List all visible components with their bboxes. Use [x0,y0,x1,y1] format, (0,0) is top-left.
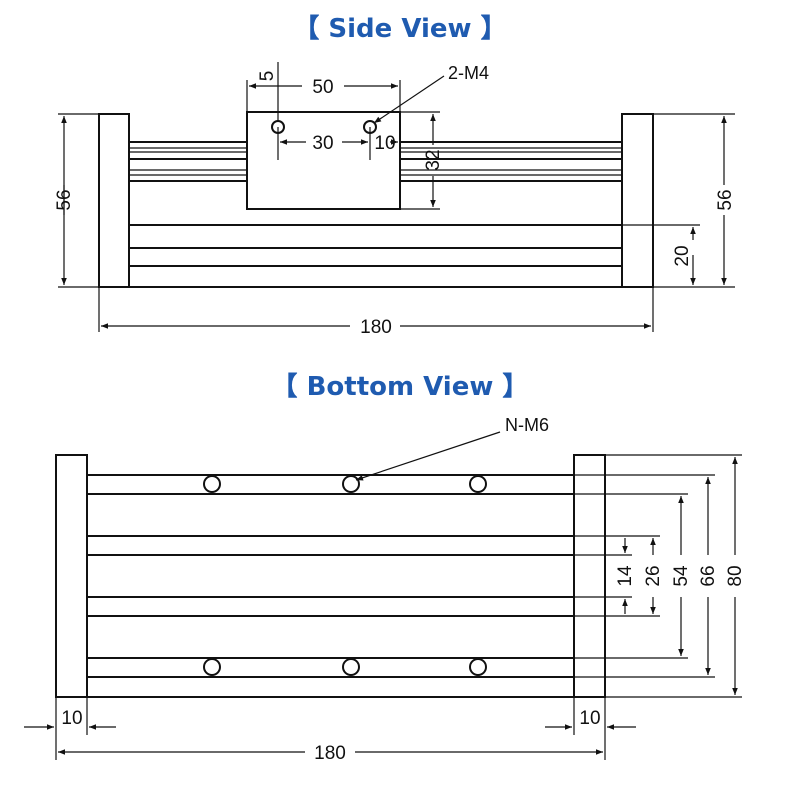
bottom-dim-26: 26 [643,565,664,586]
bottom-dim-10-left: 10 [61,708,82,729]
side-carriage [246,111,401,210]
side-dim-50: 50 [312,77,333,98]
side-end-cap-right [621,113,654,288]
side-end-cap-left [98,113,130,288]
side-lower-profile [129,224,622,267]
side-dim-56-left: 56 [54,189,75,210]
bottom-end-cap-right [573,454,606,698]
side-dim-30: 30 [312,133,333,154]
bottom-dim-10-right: 10 [579,708,600,729]
side-view-title: 【 Side View 】 [293,14,507,44]
side-dim-10: 10 [374,133,395,154]
bottom-dim-180: 180 [314,743,346,764]
side-dim-5: 5 [257,71,278,82]
side-dim-32: 32 [423,149,444,170]
side-view-drawing: 56 56 20 180 50 5 30 10 [54,62,736,338]
bottom-dim-54: 54 [671,565,692,587]
side-dim-56-right: 56 [715,189,736,210]
bottom-view-title: 【 Bottom View 】 [271,372,529,402]
bottom-dim-80: 80 [725,565,746,586]
side-dim-180: 180 [360,317,392,338]
bottom-mounting-holes [203,475,487,676]
bottom-dim-66: 66 [698,565,719,586]
bottom-dim-14: 14 [615,565,636,587]
bottom-end-cap-left [55,454,88,698]
side-dim-20: 20 [672,245,693,266]
side-callout-2-m4: 2-M4 [448,63,489,83]
bottom-callout-n-m6: N-M6 [505,415,549,435]
bottom-view-drawing: 80 66 54 26 14 10 10 180 N-M6 [24,415,746,764]
bottom-rail-lines [87,474,574,698]
